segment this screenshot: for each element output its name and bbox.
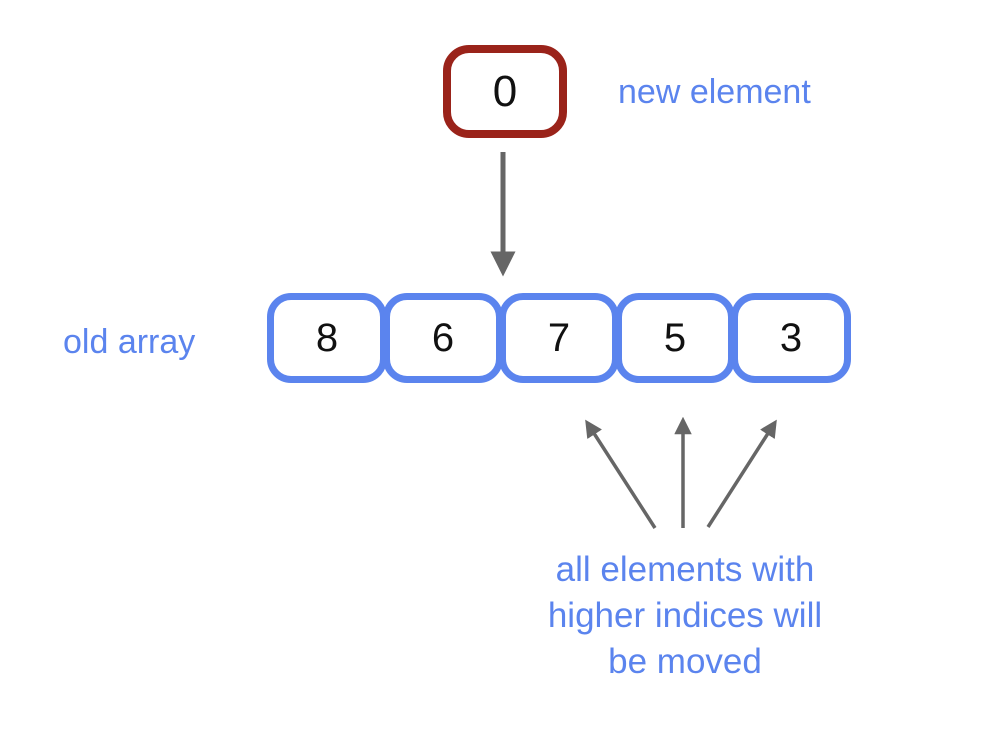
array-cell-value: 5	[663, 316, 687, 360]
array-cell-value: 6	[431, 316, 455, 360]
array-cell: 3	[731, 293, 851, 383]
shift-up-arrow-left-icon	[585, 419, 657, 529]
shift-up-arrow-right-icon	[706, 419, 777, 528]
array-cell-value: 3	[779, 316, 803, 360]
old-array-row: 8 6 7 5 3	[267, 293, 851, 383]
annotation-line: be moved	[608, 642, 762, 681]
new-element-box: 0	[443, 45, 567, 138]
new-element-value: 0	[492, 66, 518, 116]
annotation-text: all elements with higher indices will be…	[529, 547, 841, 685]
annotation-line: higher indices will	[547, 596, 823, 635]
array-cell: 8	[267, 293, 387, 383]
new-element-label: new element	[618, 73, 811, 111]
array-cell: 7	[499, 293, 619, 383]
array-cell-value: 8	[315, 316, 339, 360]
array-cell: 6	[383, 293, 503, 383]
array-cell-value: 7	[547, 316, 571, 360]
annotation-line: all elements with	[555, 550, 815, 589]
array-cell: 5	[615, 293, 735, 383]
old-array-label: old array	[63, 323, 196, 361]
